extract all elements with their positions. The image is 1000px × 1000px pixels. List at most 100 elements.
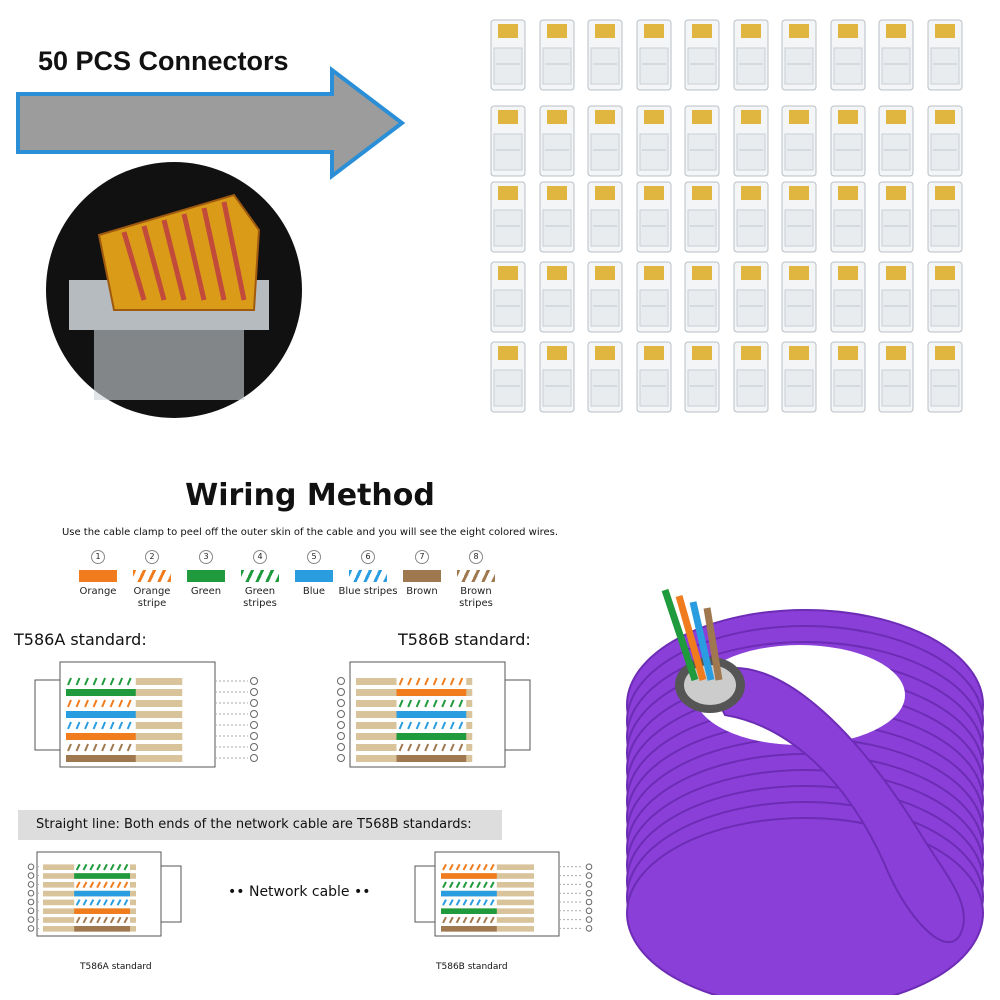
rj45-connector [585,260,625,334]
wire-swatch [457,570,495,582]
rj45-connector [634,180,674,254]
t568a-diagram [34,661,258,768]
wire-strand [66,755,136,762]
wire-strand [441,873,497,879]
rj45-connector [488,104,528,178]
rj45-connector [488,340,528,414]
rj45-connector [537,260,577,334]
rj45-connector [876,18,916,92]
rj45-connector [779,180,819,254]
end-a-diagram [27,851,182,937]
wire-label: Green [190,586,222,597]
wire-strand [74,926,130,932]
rj45-connector [731,260,771,334]
wire-label: Brown [406,586,438,597]
rj45-connector [925,340,965,414]
wire-strand [66,700,136,707]
rj45-connector [585,180,625,254]
wire-swatch [241,570,279,582]
rj45-connector [925,104,965,178]
wire-strand [74,882,130,888]
wire-strand [74,890,130,897]
wire-label: Orange [79,586,117,597]
t568b-label: T586B standard: [398,630,531,649]
rj45-connector [634,340,674,414]
rj45-connector [876,104,916,178]
wire-strand [66,722,136,729]
arrow-right-icon [16,66,406,181]
wire-label: Orange stripe [133,586,171,609]
rj45-connector [488,18,528,92]
rj45-connector [585,104,625,178]
rj45-connector [537,340,577,414]
wire-strand [396,755,467,762]
wire-strand [396,744,467,751]
straight-line-note: Straight line: Both ends of the network … [18,810,502,840]
rj45-connector [537,18,577,92]
rj45-connector [682,260,722,334]
rj45-connector [585,340,625,414]
wire-strand [396,700,467,707]
wire-swatch [133,570,171,582]
purple-cable-coil-image [626,588,984,995]
wire-label: Green stripes [243,586,277,609]
wiring-subtitle: Use the cable clamp to peel off the oute… [61,527,559,538]
rj45-connector [488,260,528,334]
rj45-connector [731,18,771,92]
wire-strand [441,917,497,923]
wire-number: 1 [91,550,105,564]
wire-swatch [187,570,225,582]
wire-label: Blue stripes [338,586,398,597]
rj45-connector [779,340,819,414]
rj45-connector [828,18,868,92]
wire-strand [74,864,130,870]
rj45-connector [731,180,771,254]
wire-swatch [295,570,333,582]
wire-strand [441,882,497,888]
rj45-connector [828,340,868,414]
wire-strand [66,678,136,685]
connectors-heading: 50 PCS Connectors [38,46,289,76]
wire-strand [441,908,497,914]
wire-label: Blue [302,586,326,597]
wire-strand [74,873,130,879]
rj45-connector [634,260,674,334]
rj45-connector [488,180,528,254]
t568a-label: T586A standard: [14,630,147,649]
rj45-connector [537,180,577,254]
rj45-connector [779,260,819,334]
caption-b: T586B standard [436,962,508,972]
rj45-connector [828,260,868,334]
rj45-connector [731,104,771,178]
wire-number: 8 [469,550,483,564]
wire-strand [74,908,130,914]
rj45-connector [779,104,819,178]
rj45-connector [634,104,674,178]
t568b-diagram [337,661,531,768]
rj45-connector [828,104,868,178]
wire-strand [441,926,497,932]
wire-label: Brown stripes [459,586,493,609]
rj45-connector [682,340,722,414]
wire-number: 3 [199,550,213,564]
wire-swatch [403,570,441,582]
rj45-connector [876,180,916,254]
rj45-connector [731,340,771,414]
wire-swatch [349,570,387,582]
wire-strand [396,689,467,696]
wire-strand [66,744,136,751]
wire-strand [396,678,467,685]
rj45-connector [682,180,722,254]
connector-closeup-image [46,162,302,418]
wire-strand [66,733,136,740]
rj45-connector [682,104,722,178]
wire-strand [441,864,497,870]
rj45-connector [925,260,965,334]
